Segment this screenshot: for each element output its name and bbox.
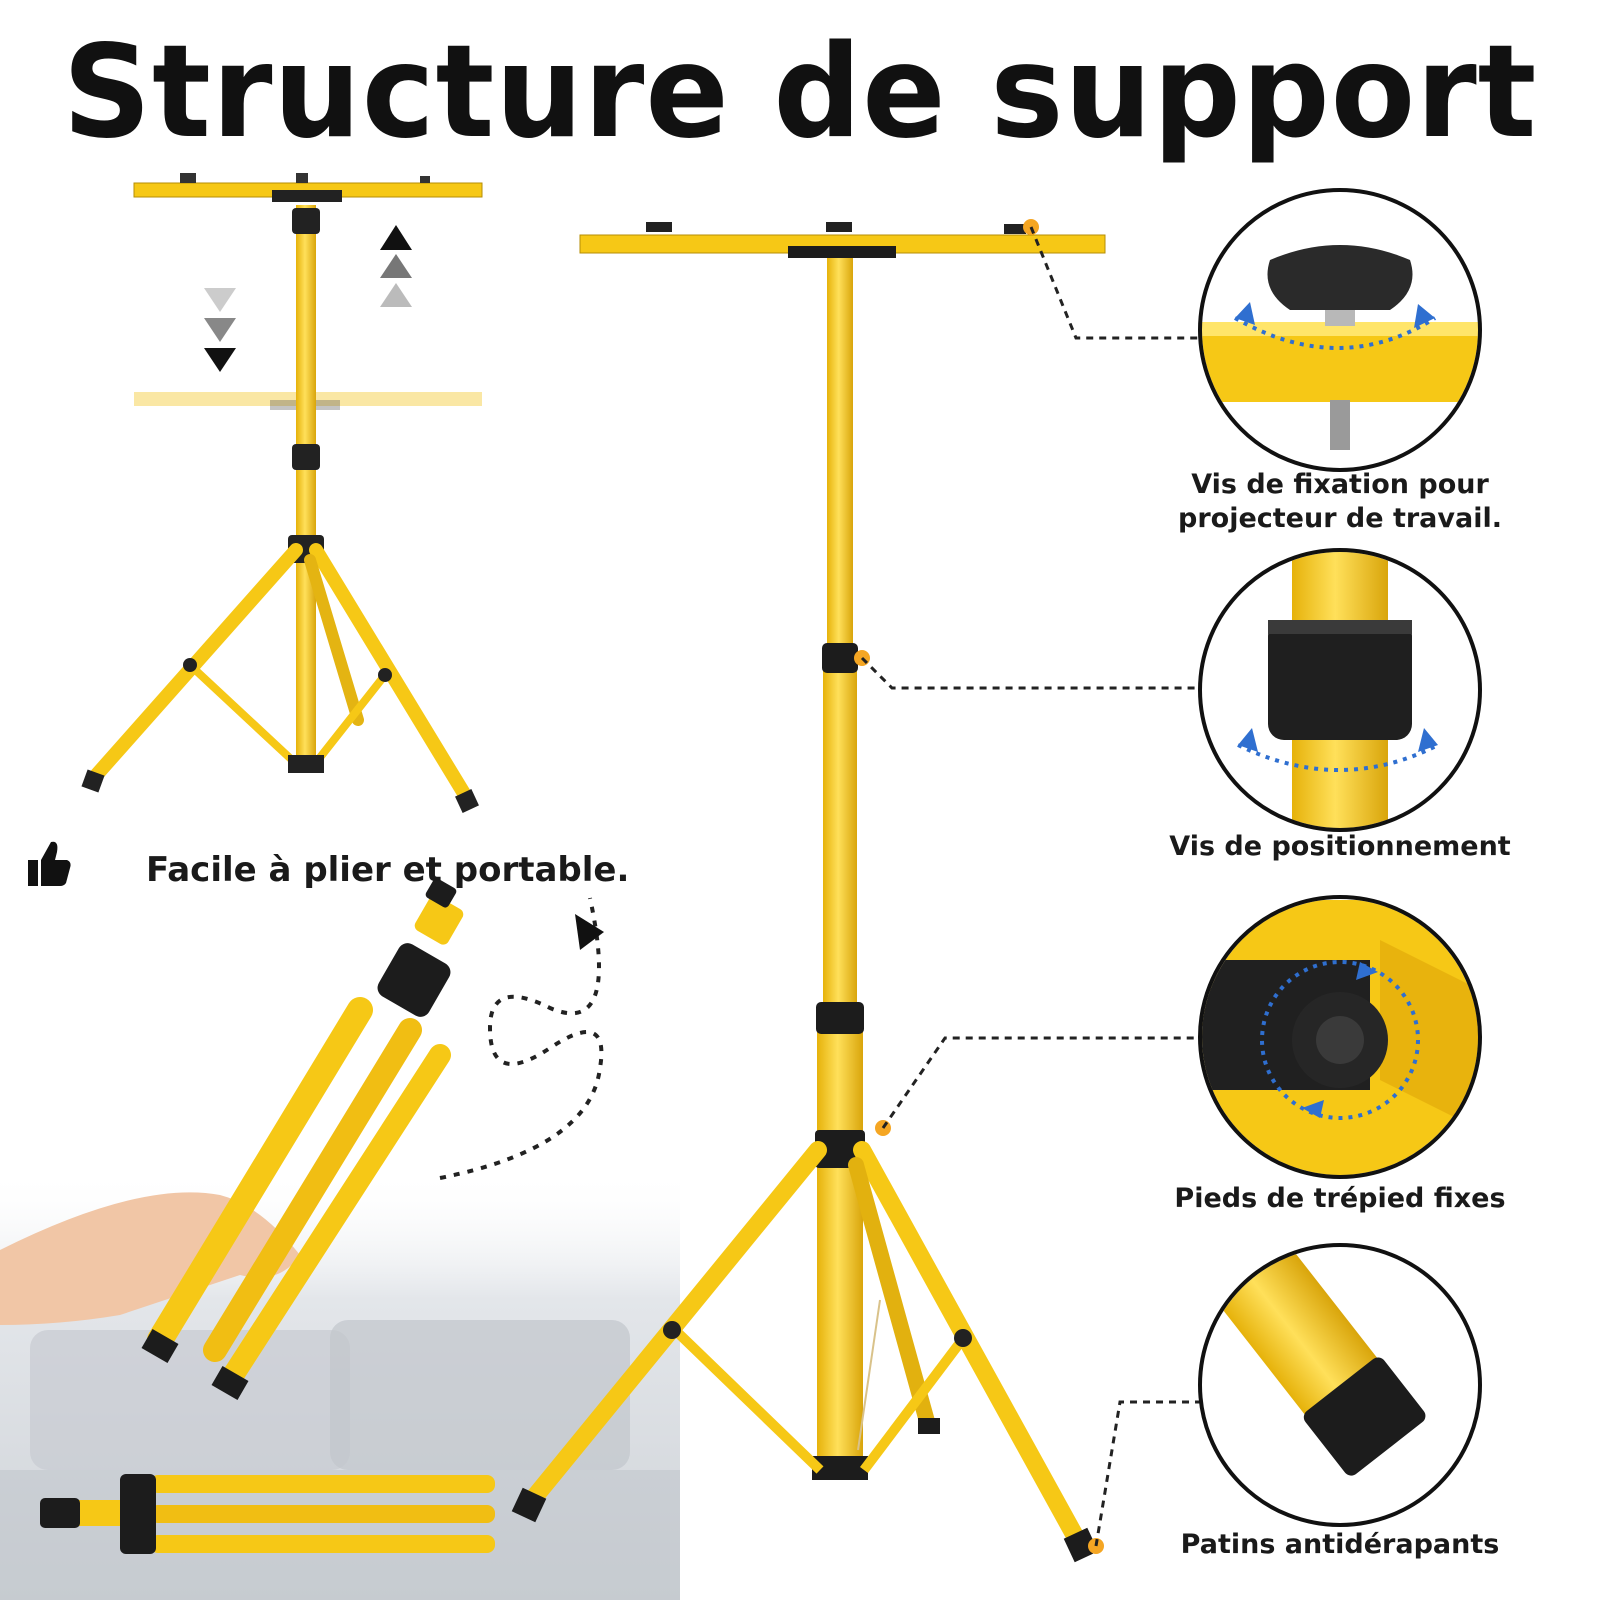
detail-circle-positioning-screw [1198,548,1482,832]
caption-fixing-screw: Vis de fixation pour projecteur de trava… [1178,469,1502,534]
car-trunk-background [0,1170,680,1600]
foldable-feature-text: Facile à plier et portable. [146,850,630,890]
caption-positioning-screw: Vis de positionnement [1169,831,1511,862]
leader-lines [860,226,1200,1547]
caption-tripod-legs: Pieds de trépied fixes [1174,1183,1506,1214]
large-tripod [511,219,1106,1563]
down-arrows-icon [204,288,236,372]
folded-tripod [0,878,464,1401]
curved-arrow-icon [439,897,604,1180]
caption-anti-slip-pads: Patins antidérapants [1180,1529,1500,1560]
detail-circle-tripod-legs [1198,895,1482,1179]
thumbs-up-icon [28,841,71,886]
detail-circle-anti-slip-pads [1198,1243,1482,1527]
small-tripod [81,173,483,813]
folded-tripod-flat [40,1474,495,1554]
page-title: Structure de support [62,18,1538,167]
detail-circle-fixing-screw [1198,188,1482,472]
up-arrows-icon [380,225,412,307]
